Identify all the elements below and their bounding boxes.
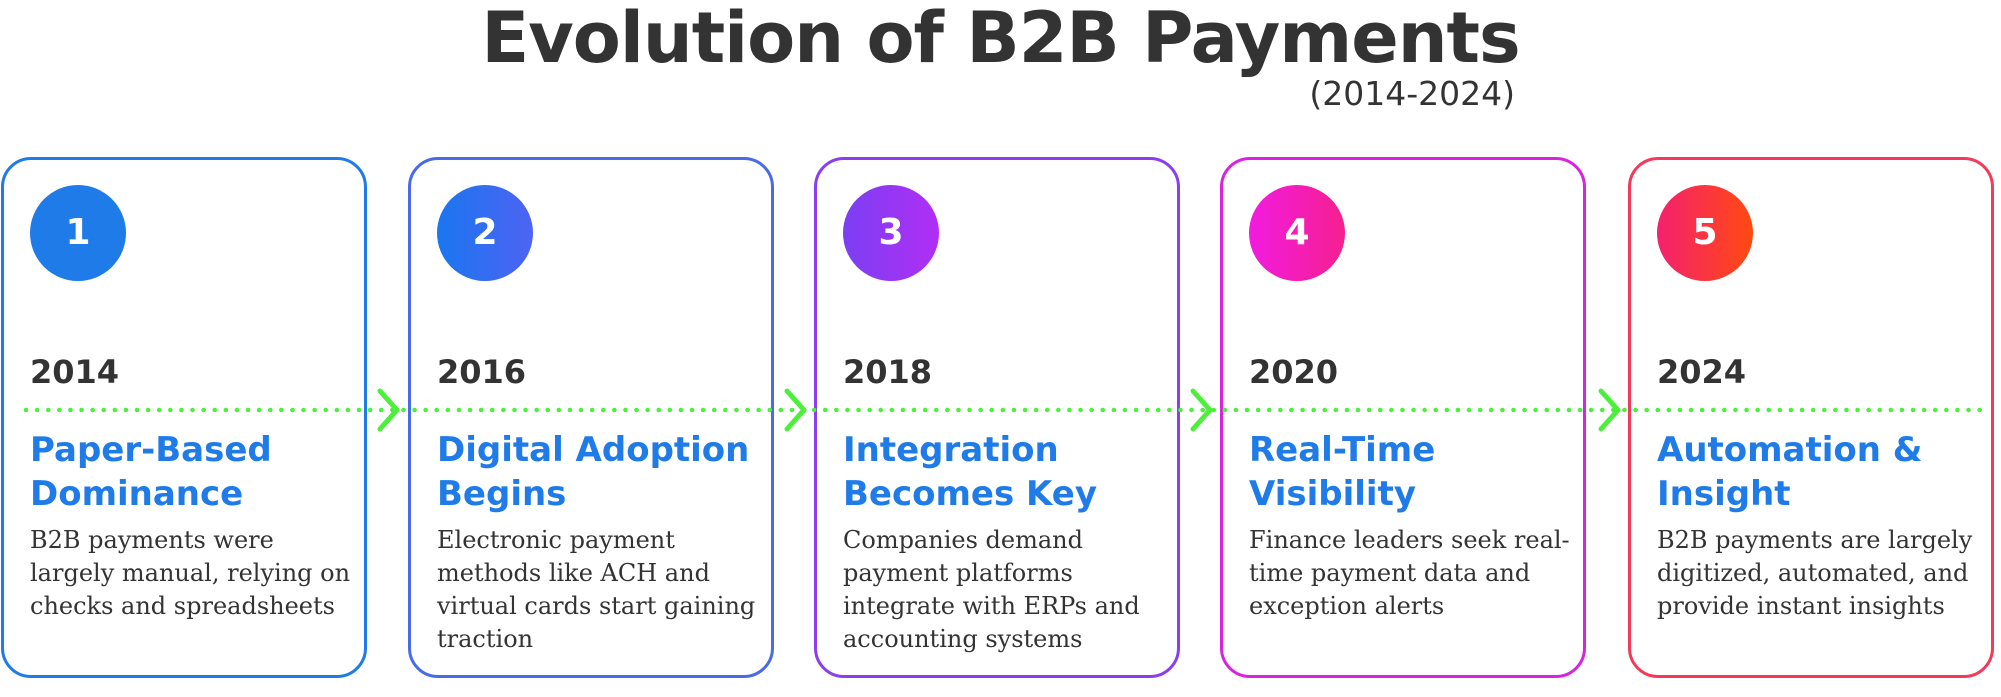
chevron-right-icon bbox=[377, 388, 400, 432]
card-heading: Real-Time Visibility bbox=[1249, 430, 1436, 514]
chevron-right-icon bbox=[784, 388, 807, 432]
step-number-badge: 3 bbox=[843, 185, 939, 281]
card-heading: Automation & Insight bbox=[1657, 430, 1923, 514]
chevron-right-icon bbox=[1598, 388, 1621, 432]
step-number-badge: 1 bbox=[30, 185, 126, 281]
timeline-card-1: 1 2014 Paper-Based Dominance B2B payment… bbox=[1, 157, 367, 678]
card-description: Companies demand payment platforms integ… bbox=[843, 526, 1140, 653]
card-year: 2018 bbox=[843, 353, 933, 391]
page-title: Evolution of B2B Payments bbox=[481, 0, 1520, 79]
timeline-card-2: 2 2016 Digital Adoption Begins Electroni… bbox=[408, 157, 774, 678]
card-heading: Integration Becomes Key bbox=[843, 430, 1098, 514]
card-description: B2B payments are largely digitized, auto… bbox=[1657, 526, 1973, 620]
timeline-card-3: 3 2018 Integration Becomes Key Companies… bbox=[814, 157, 1180, 678]
card-heading: Paper-Based Dominance bbox=[30, 430, 272, 514]
step-number-badge: 4 bbox=[1249, 185, 1345, 281]
card-description: Electronic payment methods like ACH and … bbox=[437, 526, 756, 653]
step-number-badge: 5 bbox=[1657, 185, 1753, 281]
card-description: Finance leaders seek real-time payment d… bbox=[1249, 526, 1570, 620]
page-subtitle: (2014-2024) bbox=[1309, 74, 1515, 113]
card-description: B2B payments were largely manual, relyin… bbox=[30, 526, 351, 620]
card-year: 2014 bbox=[30, 353, 120, 391]
card-year: 2020 bbox=[1249, 353, 1339, 391]
card-heading: Digital Adoption Begins bbox=[437, 430, 750, 514]
card-year: 2016 bbox=[437, 353, 527, 391]
step-number-badge: 2 bbox=[437, 185, 533, 281]
card-year: 2024 bbox=[1657, 353, 1747, 391]
chevron-right-icon bbox=[1190, 388, 1213, 432]
timeline-card-5: 5 2024 Automation & Insight B2B payments… bbox=[1628, 157, 1994, 678]
timeline-card-4: 4 2020 Real-Time Visibility Finance lead… bbox=[1220, 157, 1586, 678]
